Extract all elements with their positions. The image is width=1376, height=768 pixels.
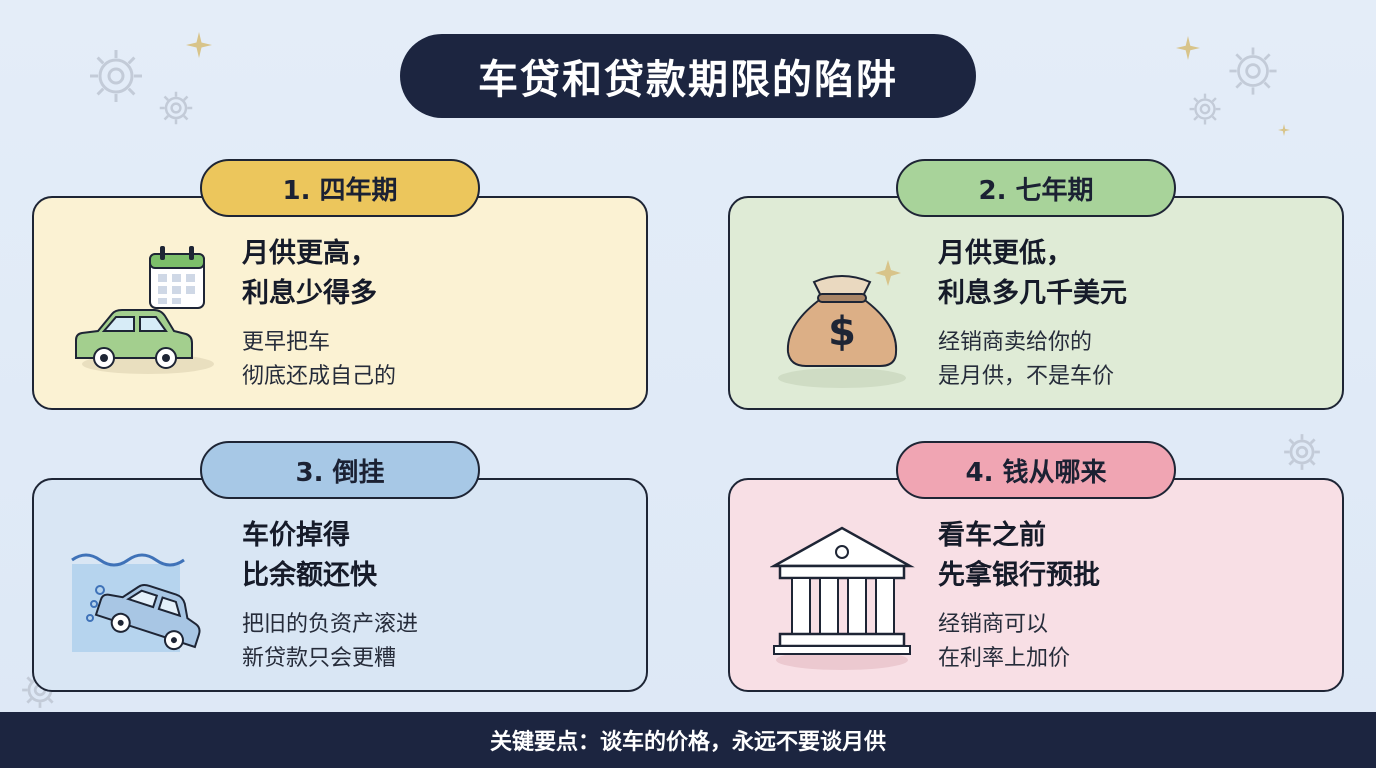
desc-line-2: 是月供，不是车价 <box>938 364 1115 389</box>
car-calendar-icon <box>75 246 214 374</box>
desc-line-1: 经销商可以 <box>938 612 1049 637</box>
headline-line-1: 看车之前 <box>938 520 1046 551</box>
tab-seven-year-term: 2. 七年期 <box>896 159 1176 217</box>
desc-line-1: 经销商卖给你的 <box>938 330 1093 355</box>
money-bag-icon: $ <box>778 260 906 388</box>
card-headline: 月供更低， 利息多几千美元 <box>938 234 1127 314</box>
tab-financing-source: 4. 钱从哪来 <box>896 441 1176 499</box>
card-four-year-term: 月供更高， 利息少得多 更早把车 彻底还成自己的 <box>32 196 648 410</box>
headline-line-1: 月供更低， <box>938 238 1073 269</box>
page-title: 车贷和贷款期限的陷阱 <box>400 34 976 118</box>
headline-line-2: 利息少得多 <box>242 278 377 309</box>
key-takeaway-banner: 关键要点：谈车的价格，永远不要谈月供 <box>0 712 1376 768</box>
card-underwater: 车价掉得 比余额还快 把旧的负资产滚进 新贷款只会更糟 <box>32 478 648 692</box>
gear-icon <box>1229 47 1277 95</box>
headline-line-2: 利息多几千美元 <box>938 278 1127 309</box>
tab-underwater: 3. 倒挂 <box>200 441 480 499</box>
bank-icon <box>770 526 915 670</box>
card-headline: 月供更高， 利息少得多 <box>242 234 377 314</box>
gear-icon <box>90 50 142 102</box>
card-headline: 车价掉得 比余额还快 <box>242 516 377 596</box>
desc-line-1: 把旧的负资产滚进 <box>242 612 419 637</box>
card-description: 把旧的负资产滚进 新贷款只会更糟 <box>242 608 418 676</box>
desc-line-2: 彻底还成自己的 <box>242 364 397 389</box>
card-headline: 看车之前 先拿银行预批 <box>938 516 1100 596</box>
svg-text:$: $ <box>828 309 856 355</box>
headline-line-2: 比余额还快 <box>242 560 377 591</box>
desc-line-2: 在利率上加价 <box>938 646 1071 671</box>
desc-line-2: 新贷款只会更糟 <box>242 646 397 671</box>
headline-line-1: 月供更高， <box>242 238 377 269</box>
headline-line-1: 车价掉得 <box>242 520 350 551</box>
card-description: 经销商卖给你的 是月供，不是车价 <box>938 326 1114 394</box>
gear-icon <box>1284 434 1320 470</box>
card-seven-year-term: $ 月供更低， 利息多几千美元 经销商卖给你的 是月供，不是车价 <box>728 196 1344 410</box>
card-financing-source: 看车之前 先拿银行预批 经销商可以 在利率上加价 <box>728 478 1344 692</box>
sparkle-icon <box>186 32 212 58</box>
desc-line-1: 更早把车 <box>242 330 331 355</box>
sparkle-icon <box>1278 124 1290 136</box>
gear-icon <box>1189 93 1221 125</box>
sinking-car-icon <box>71 553 201 652</box>
card-description: 经销商可以 在利率上加价 <box>938 608 1070 676</box>
sparkle-icon <box>1176 36 1200 60</box>
tab-four-year-term: 1. 四年期 <box>200 159 480 217</box>
gear-icon <box>159 91 193 125</box>
card-description: 更早把车 彻底还成自己的 <box>242 326 396 394</box>
headline-line-2: 先拿银行预批 <box>938 560 1100 591</box>
